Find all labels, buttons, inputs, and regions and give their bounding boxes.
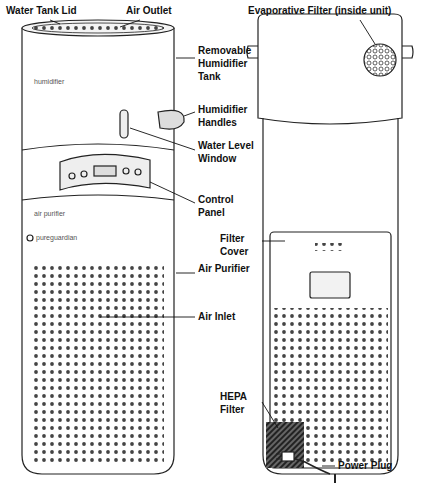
part-label: Humidifier Handles: [198, 103, 258, 129]
device-marking: humidifier: [34, 78, 94, 86]
part-label: Air Inlet: [198, 310, 258, 323]
device-marking: pureguardian: [36, 234, 96, 242]
part-label: Control Panel: [198, 193, 258, 219]
part-label: Power Plug: [338, 459, 428, 472]
part-label: Removable Humidifier Tank: [198, 44, 258, 83]
leader-lines: [50, 20, 375, 466]
part-label: HEPA Filter: [220, 390, 262, 416]
part-label: Air Outlet: [126, 4, 216, 17]
part-label: Water Level Window: [198, 139, 260, 165]
part-label: Evaporative Filter (inside unit): [248, 4, 428, 17]
part-label: Filter Cover: [220, 232, 262, 258]
device-marking: air purifier: [34, 210, 94, 218]
part-label: Water Tank Lid: [6, 4, 116, 17]
part-label: Air Purifier: [198, 262, 258, 275]
